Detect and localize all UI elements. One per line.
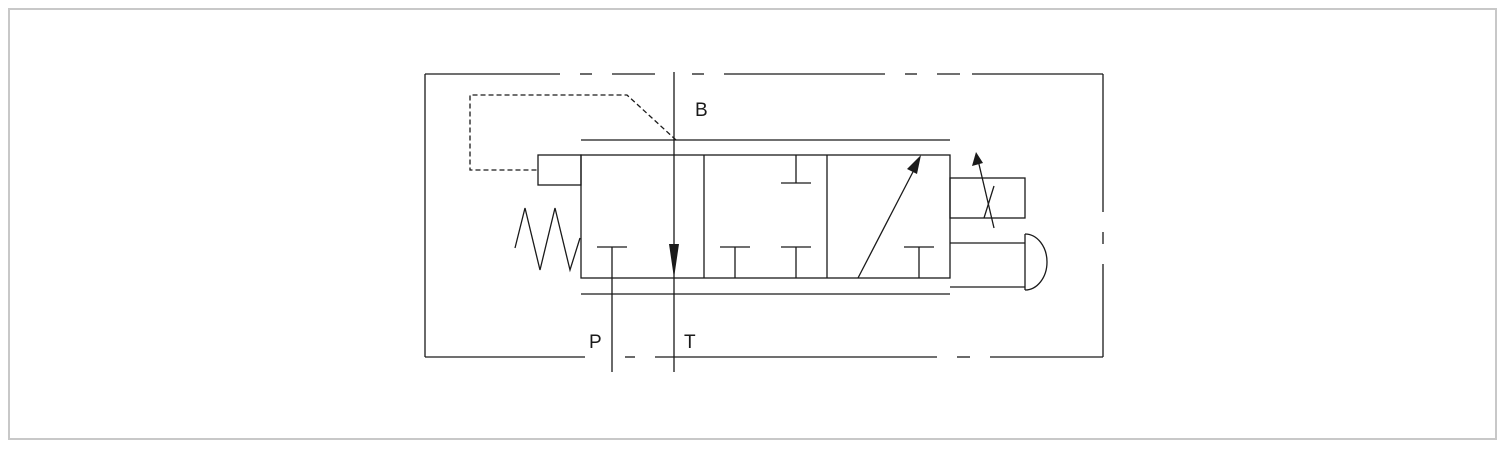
diagram-frame	[8, 8, 1497, 440]
flow-arrow-diagonal-icon	[907, 155, 921, 174]
valve-position-2	[720, 155, 811, 278]
port-label-p: P	[589, 332, 602, 353]
pilot-line	[469, 94, 677, 171]
port-label-b: B	[695, 100, 708, 121]
pilot-actuator	[537, 154, 582, 186]
return-spring	[514, 207, 581, 273]
flow-arrow-down-icon	[669, 244, 679, 278]
variable-arrow-icon	[972, 152, 983, 166]
enclosure-boundary	[424, 73, 1104, 358]
valve-body	[580, 154, 951, 279]
port-label-t: T	[684, 332, 696, 353]
valve-position-3	[857, 155, 934, 279]
pushbutton-override	[950, 233, 1048, 291]
solenoid-actuator	[949, 152, 1026, 229]
valve-position-1	[597, 72, 679, 372]
